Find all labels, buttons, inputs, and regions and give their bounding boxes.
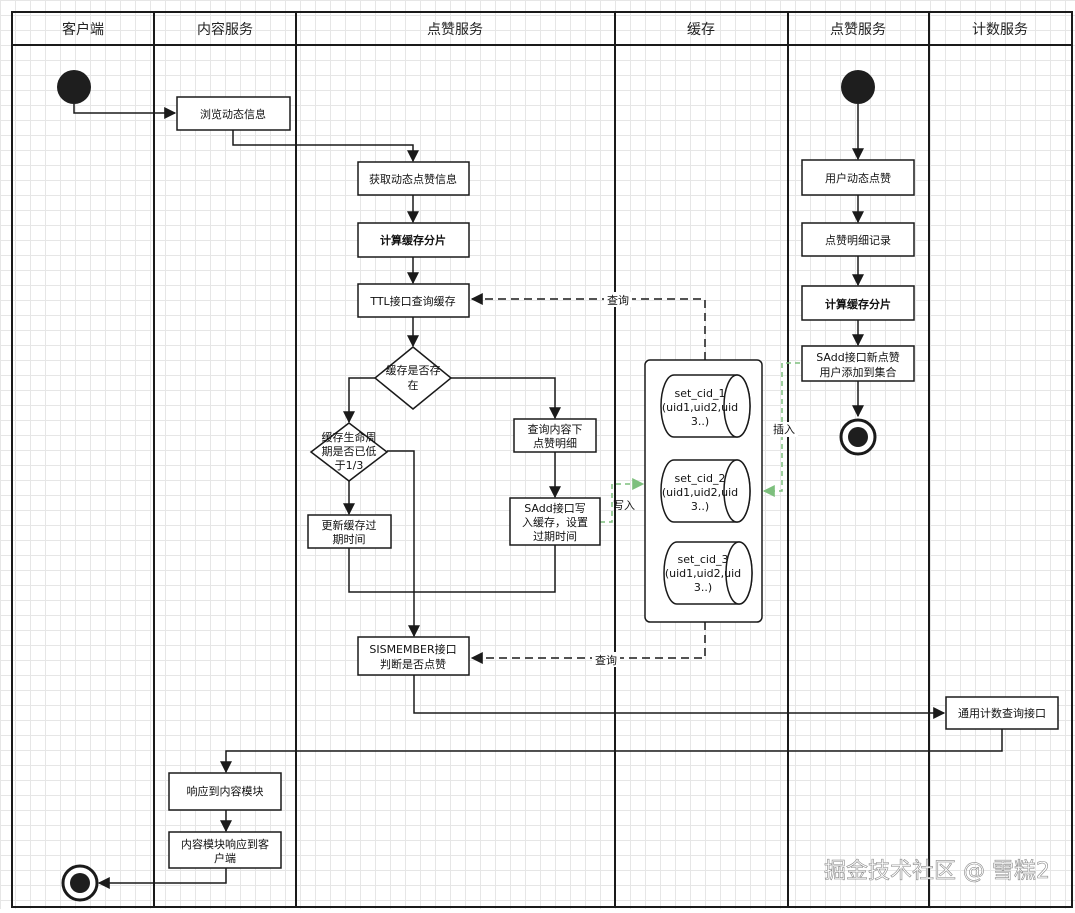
- lane-title-cache: 缓存: [687, 22, 715, 38]
- node-labels: 浏览动态信息 获取动态点赞信息 计算缓存分片 TTL接口查询缓存 缓存是否存 在…: [181, 107, 1046, 865]
- cache-set-3-tail: 3..): [694, 581, 712, 594]
- cache-set-1: [660, 374, 751, 438]
- label-calc-shard-2: 计算缓存分片: [825, 297, 891, 311]
- label-ttl-check-2: 期是否已低: [322, 445, 377, 458]
- edge-labels: 查询 查询 写入 插入: [592, 292, 798, 667]
- label-respond-client-1: 内容模块响应到客: [181, 837, 269, 851]
- diamond-cache-exists: [373, 346, 453, 410]
- label-count-query: 通用计数查询接口: [958, 706, 1046, 720]
- box-sadd-add: [801, 345, 915, 382]
- query-edges: [470, 293, 706, 664]
- box-query-detail: [513, 418, 597, 453]
- start-node-like: [841, 70, 875, 104]
- box-respond-content: [168, 772, 282, 811]
- box-calc-shard-1: [357, 222, 470, 258]
- edge-label-insert: 插入: [773, 422, 795, 436]
- box-sadd-write: [509, 497, 601, 546]
- box-sismember: [357, 636, 470, 676]
- label-user-like: 用户动态点赞: [825, 171, 891, 185]
- end-node-like: [839, 418, 877, 456]
- lane-frame: [11, 11, 1073, 908]
- label-update-ttl-2: 期时间: [333, 533, 366, 546]
- cache-set-3-name: set_cid_3: [678, 553, 729, 566]
- label-sismember-1: SISMEMBER接口: [369, 643, 456, 656]
- label-sadd-write-3: 过期时间: [533, 530, 577, 543]
- label-get-like-info: 获取动态点赞信息: [369, 172, 457, 186]
- label-like-record: 点赞明细记录: [825, 234, 891, 247]
- label-query-detail-1: 查询内容下: [528, 422, 583, 436]
- box-calc-shard-2: [801, 285, 915, 321]
- label-update-ttl-1: 更新缓存过: [322, 518, 377, 532]
- box-get-like-info: [357, 161, 470, 196]
- lane-titles: 客户端 内容服务 点赞服务 缓存 点赞服务 计数服务: [62, 21, 1028, 38]
- box-like-record: [801, 222, 915, 257]
- label-ttl-check-1: 缓存生命周: [322, 430, 377, 444]
- label-ttl-check-3: 于1/3: [335, 459, 364, 472]
- label-query-detail-2: 点赞明细: [533, 437, 577, 450]
- box-count-query: [945, 696, 1059, 730]
- label-respond-content: 响应到内容模块: [187, 784, 264, 798]
- box-update-ttl: [307, 514, 392, 549]
- cache-set-2: [660, 459, 751, 523]
- cache-set-2-tail: 3..): [691, 500, 709, 513]
- cache-set-1-tail: 3..): [691, 415, 709, 428]
- lane-title-content: 内容服务: [197, 21, 253, 38]
- cache-container: [644, 359, 763, 623]
- cache-set-1-members: (uid1,uid2,uid: [662, 401, 738, 414]
- start-node-client: [57, 70, 91, 104]
- decisions: [309, 346, 453, 482]
- label-browse: 浏览动态信息: [200, 107, 266, 121]
- lane-title-counter: 计数服务: [972, 22, 1028, 38]
- cache-set-3-members: (uid1,uid2,uid: [665, 567, 741, 580]
- box-respond-client: [168, 831, 282, 869]
- label-cache-exists-2: 在: [408, 379, 419, 392]
- lane-title-like: 点赞服务: [427, 22, 483, 38]
- edge-label-query-bottom: 查询: [595, 653, 617, 667]
- box-browse: [176, 96, 291, 131]
- process-boxes: [168, 96, 1059, 869]
- swimlanes: [11, 11, 1073, 908]
- lane-title-client: 客户端: [62, 21, 104, 38]
- box-user-like: [801, 159, 915, 196]
- watermark: 掘金技术社区 @ 雪糕2: [824, 859, 1050, 884]
- cache-set-2-name: set_cid_2: [675, 472, 726, 485]
- label-ttl-query: TTL接口查询缓存: [369, 294, 455, 308]
- diamond-ttl-check: [309, 422, 389, 482]
- label-sadd-write-1: SAdd接口写: [524, 502, 585, 515]
- edge-label-write: 写入: [613, 499, 635, 512]
- end-node-client: [61, 864, 99, 902]
- label-calc-shard-1: 计算缓存分片: [380, 233, 446, 247]
- cache-set-2-members: (uid1,uid2,uid: [662, 486, 738, 499]
- cache-set-3: [663, 541, 753, 605]
- edge-label-query-top: 查询: [607, 293, 629, 307]
- lane-title-like-2: 点赞服务: [830, 22, 886, 38]
- connectors: [73, 104, 1003, 889]
- label-sadd-write-2: 入缓存，设置: [522, 515, 588, 529]
- box-ttl-query: [357, 283, 470, 318]
- label-respond-client-2: 户端: [214, 851, 236, 865]
- label-sadd-add-2: 用户添加到集合: [820, 365, 897, 379]
- label-cache-exists-1: 缓存是否存: [386, 363, 441, 377]
- cache-set-1-name: set_cid_1: [675, 387, 726, 400]
- label-sadd-add-1: SAdd接口新点赞: [816, 350, 899, 364]
- label-sismember-2: 判断是否点赞: [380, 657, 446, 671]
